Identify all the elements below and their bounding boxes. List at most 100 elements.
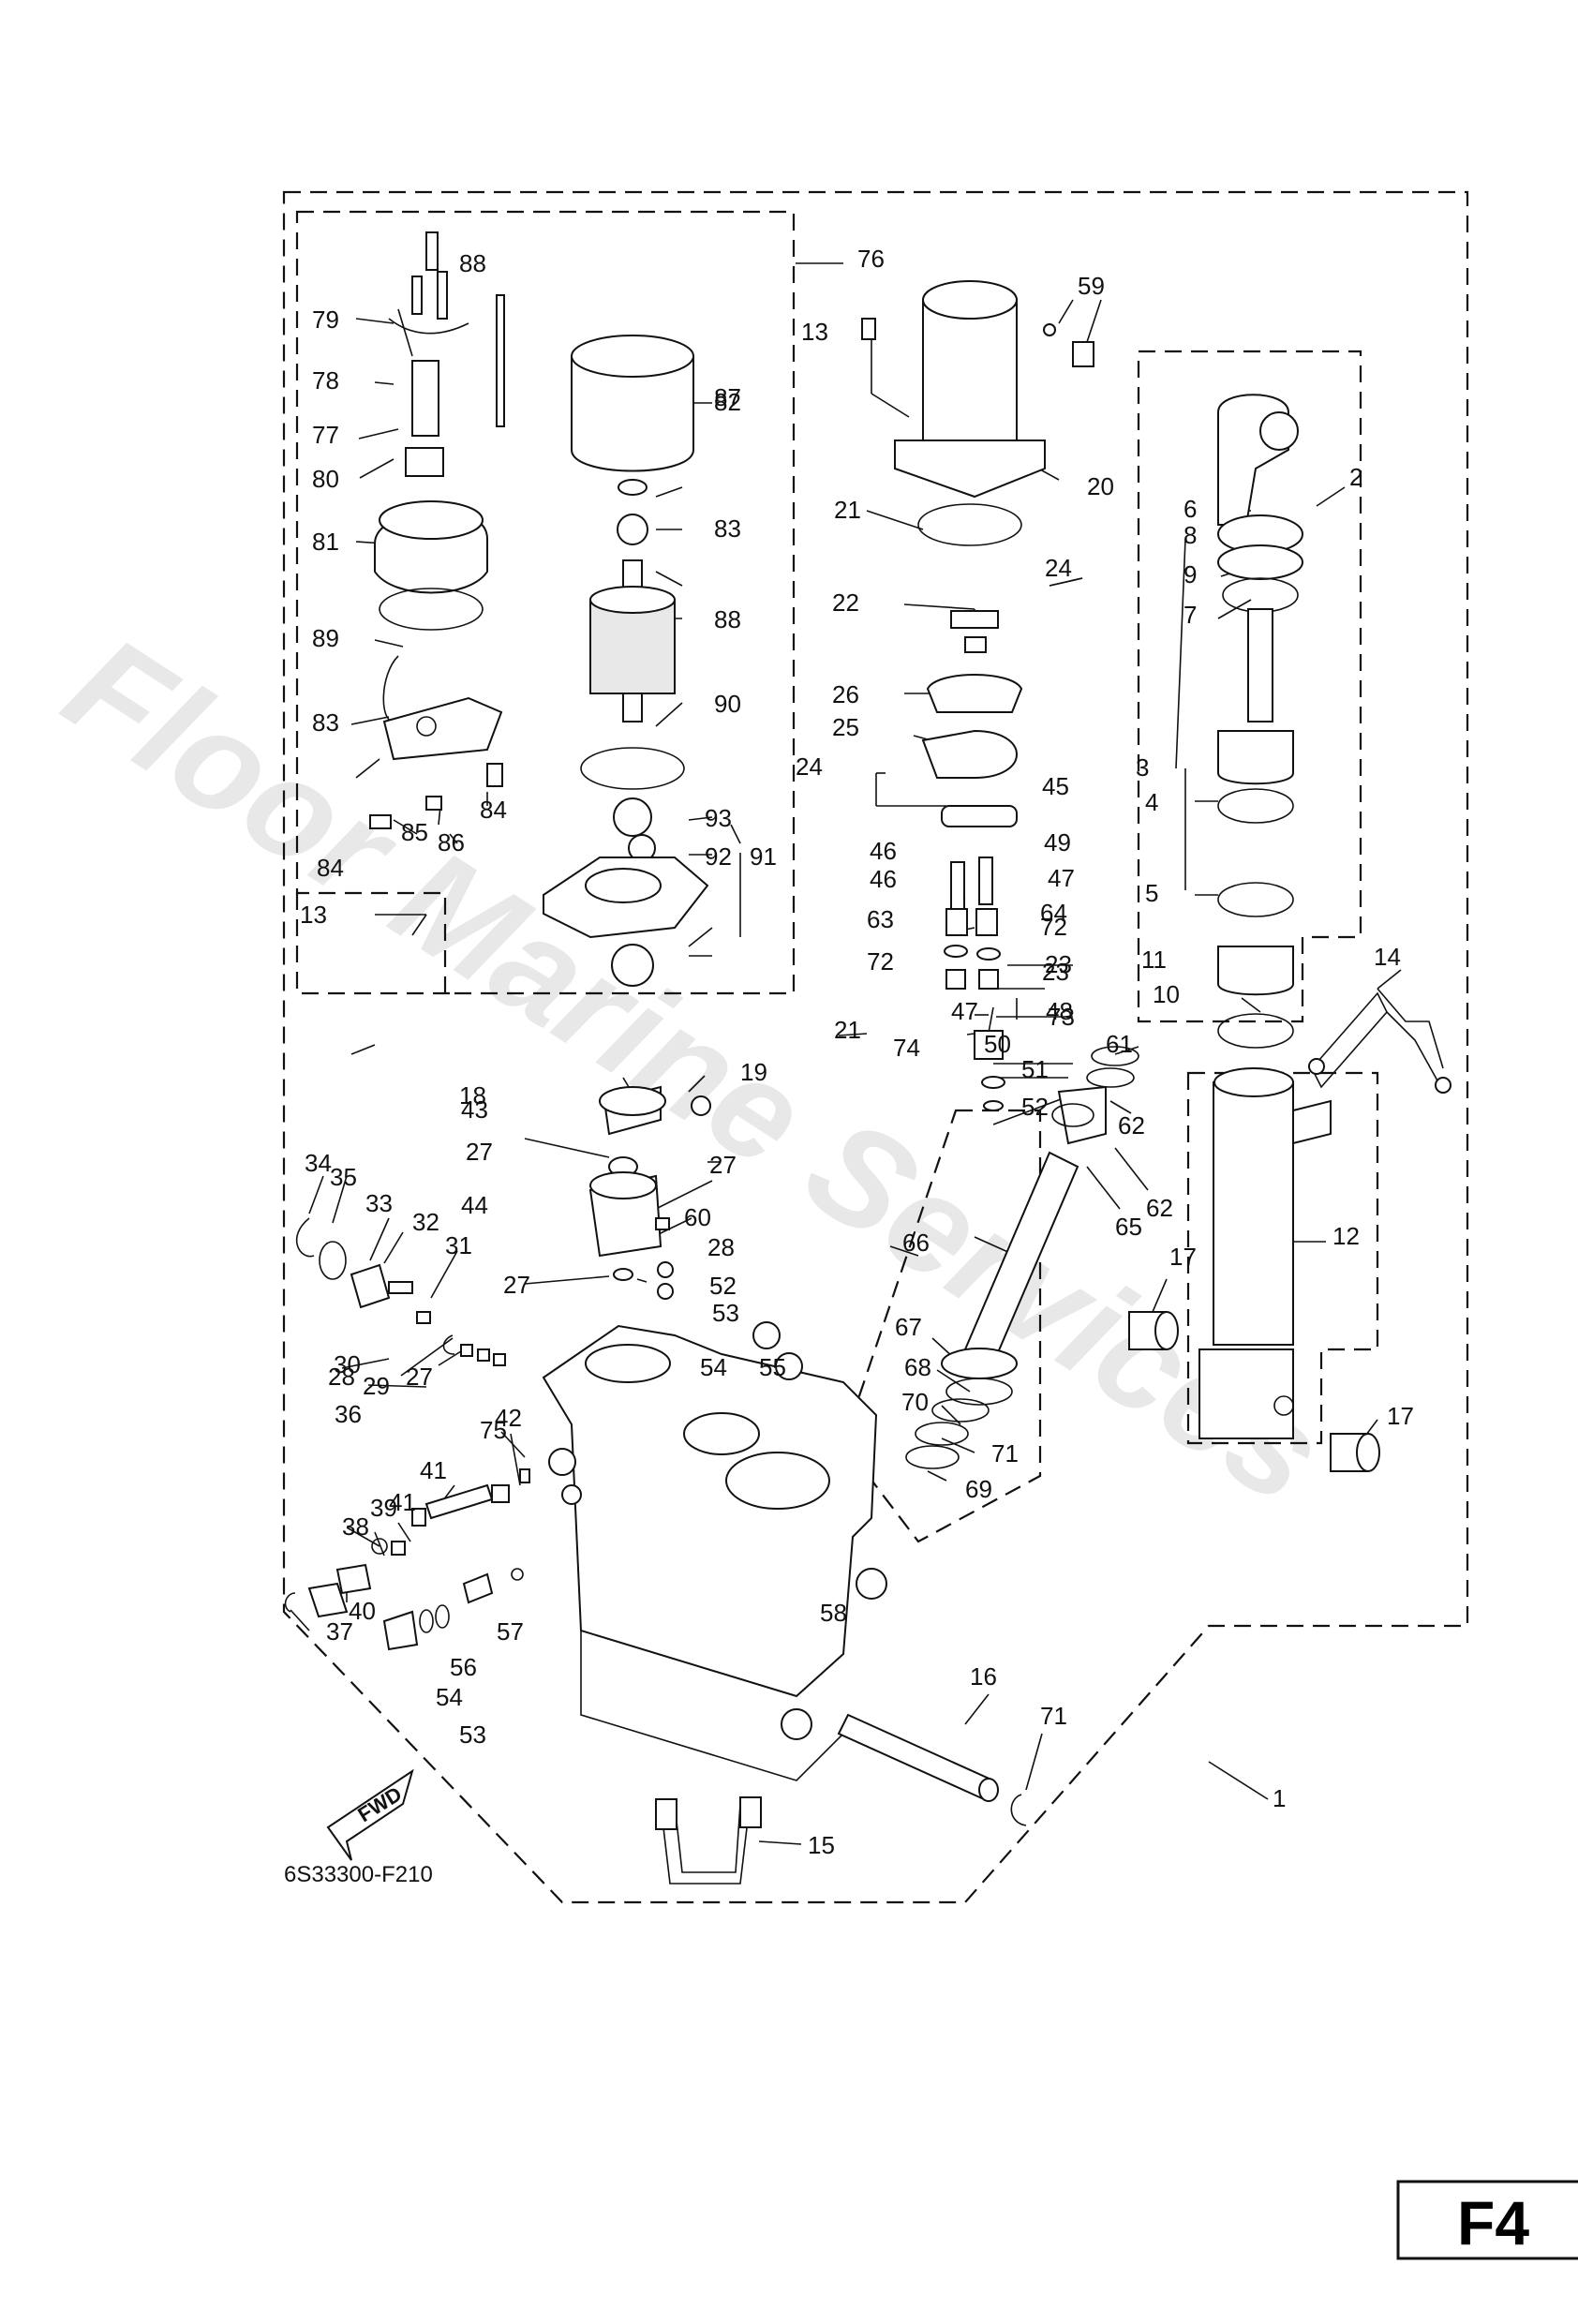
outline-cylinder-2 [1137, 350, 1362, 1023]
callout-1: 1 [1273, 1784, 1286, 1812]
callout-61: 61 [1106, 1030, 1133, 1058]
callout-6: 6 [1184, 495, 1197, 523]
page-tag-box [1396, 2180, 1578, 2260]
callout-79: 79 [312, 305, 339, 334]
callout-69: 69 [965, 1475, 992, 1503]
callout-12: 12 [1332, 1222, 1360, 1250]
callout-3: 3 [1136, 753, 1149, 782]
callout-26: 26 [832, 680, 859, 708]
callout-44: 44 [461, 1191, 488, 1219]
callout-84: 84 [317, 854, 344, 882]
callout-88: 88 [459, 249, 486, 277]
parts [284, 231, 1451, 1885]
callout-82: 82 [714, 388, 741, 416]
callout-62: 62 [1118, 1111, 1145, 1140]
callout-88: 88 [714, 605, 741, 633]
callout-36: 36 [335, 1400, 362, 1428]
callout-46: 46 [870, 865, 897, 893]
callout-28: 28 [328, 1363, 355, 1391]
outline-assembly-1 [282, 190, 1469, 1904]
callout-14: 14 [1374, 943, 1401, 971]
callout-47: 47 [1048, 864, 1075, 892]
callout-16: 16 [970, 1662, 997, 1691]
callout-41: 41 [420, 1456, 447, 1484]
callout-23: 23 [1045, 950, 1072, 978]
callout-24: 24 [1045, 554, 1072, 582]
callout-83: 83 [312, 708, 339, 737]
callout-51: 51 [1021, 1055, 1049, 1083]
callout-39: 39 [370, 1494, 397, 1522]
callout-15: 15 [808, 1831, 835, 1859]
callout-48: 48 [1046, 997, 1073, 1025]
callout-71: 71 [991, 1439, 1019, 1467]
callout-22: 22 [832, 588, 859, 617]
callout-53: 53 [459, 1721, 486, 1749]
callout-9: 9 [1184, 560, 1197, 588]
callout-20: 20 [1087, 472, 1114, 500]
callout-78: 78 [312, 366, 339, 395]
callout-33: 33 [365, 1189, 393, 1217]
callout-47: 47 [951, 997, 978, 1025]
callout-21: 21 [834, 1016, 861, 1044]
callout-90: 90 [714, 690, 741, 718]
callout-21: 21 [834, 496, 861, 524]
callout-2: 2 [1349, 463, 1362, 491]
callout-57: 57 [497, 1617, 524, 1646]
callout-42: 42 [495, 1404, 522, 1432]
outline-cylinder-12 [1186, 1071, 1379, 1445]
callout-72: 72 [1040, 913, 1067, 941]
callout-64: 64 [1040, 899, 1067, 927]
callout-76: 76 [857, 245, 885, 273]
outline-valve-64 [841, 1109, 1042, 1543]
callout-54: 54 [436, 1683, 463, 1711]
callout-38: 38 [342, 1512, 369, 1541]
callout-67: 67 [895, 1313, 922, 1341]
callout-32: 32 [412, 1208, 439, 1236]
callout-86: 86 [438, 828, 465, 857]
callout-27: 27 [406, 1363, 433, 1391]
callout-84: 84 [480, 796, 507, 824]
callout-41: 41 [389, 1488, 416, 1516]
callout-77: 77 [312, 421, 339, 449]
callout-73: 73 [1048, 1003, 1075, 1031]
callout-31: 31 [445, 1231, 472, 1259]
callout-17: 17 [1169, 1243, 1197, 1271]
callout-11: 11 [1141, 946, 1167, 974]
callout-17: 17 [1387, 1402, 1414, 1430]
callout-70: 70 [901, 1388, 929, 1416]
callout-49: 49 [1044, 828, 1071, 857]
callout-37: 37 [326, 1617, 353, 1646]
callout-24: 24 [796, 752, 823, 781]
callout-50: 50 [984, 1030, 1011, 1058]
callout-68: 68 [904, 1353, 931, 1381]
callout-52: 52 [709, 1272, 737, 1300]
callout-65: 65 [1115, 1213, 1142, 1241]
callout-8: 8 [1184, 521, 1197, 549]
callout-63: 63 [867, 905, 894, 933]
callout-4: 4 [1145, 788, 1158, 816]
callout-43: 43 [461, 1095, 488, 1124]
callout-93: 93 [705, 804, 732, 832]
callout-55: 55 [759, 1353, 786, 1381]
callout-52: 52 [1021, 1093, 1049, 1121]
callout-30: 30 [334, 1350, 361, 1378]
callout-27: 27 [503, 1271, 530, 1299]
callout-25: 25 [832, 713, 859, 741]
callout-53: 53 [712, 1299, 739, 1327]
callout-13: 13 [801, 318, 828, 346]
callout-34: 34 [305, 1149, 332, 1177]
callout-80: 80 [312, 465, 339, 493]
page-tag: F4 [1457, 2188, 1529, 2257]
callout-87: 87 [714, 383, 741, 411]
callout-7: 7 [1184, 601, 1197, 629]
callout-29: 29 [363, 1372, 390, 1400]
callout-56: 56 [450, 1653, 477, 1681]
callout-27: 27 [709, 1151, 737, 1179]
callout-89: 89 [312, 624, 339, 652]
callout-92: 92 [705, 842, 732, 871]
callout-91: 91 [750, 842, 777, 871]
callout-10: 10 [1153, 980, 1180, 1008]
callout-58: 58 [820, 1599, 847, 1627]
callout-35: 35 [330, 1163, 357, 1191]
